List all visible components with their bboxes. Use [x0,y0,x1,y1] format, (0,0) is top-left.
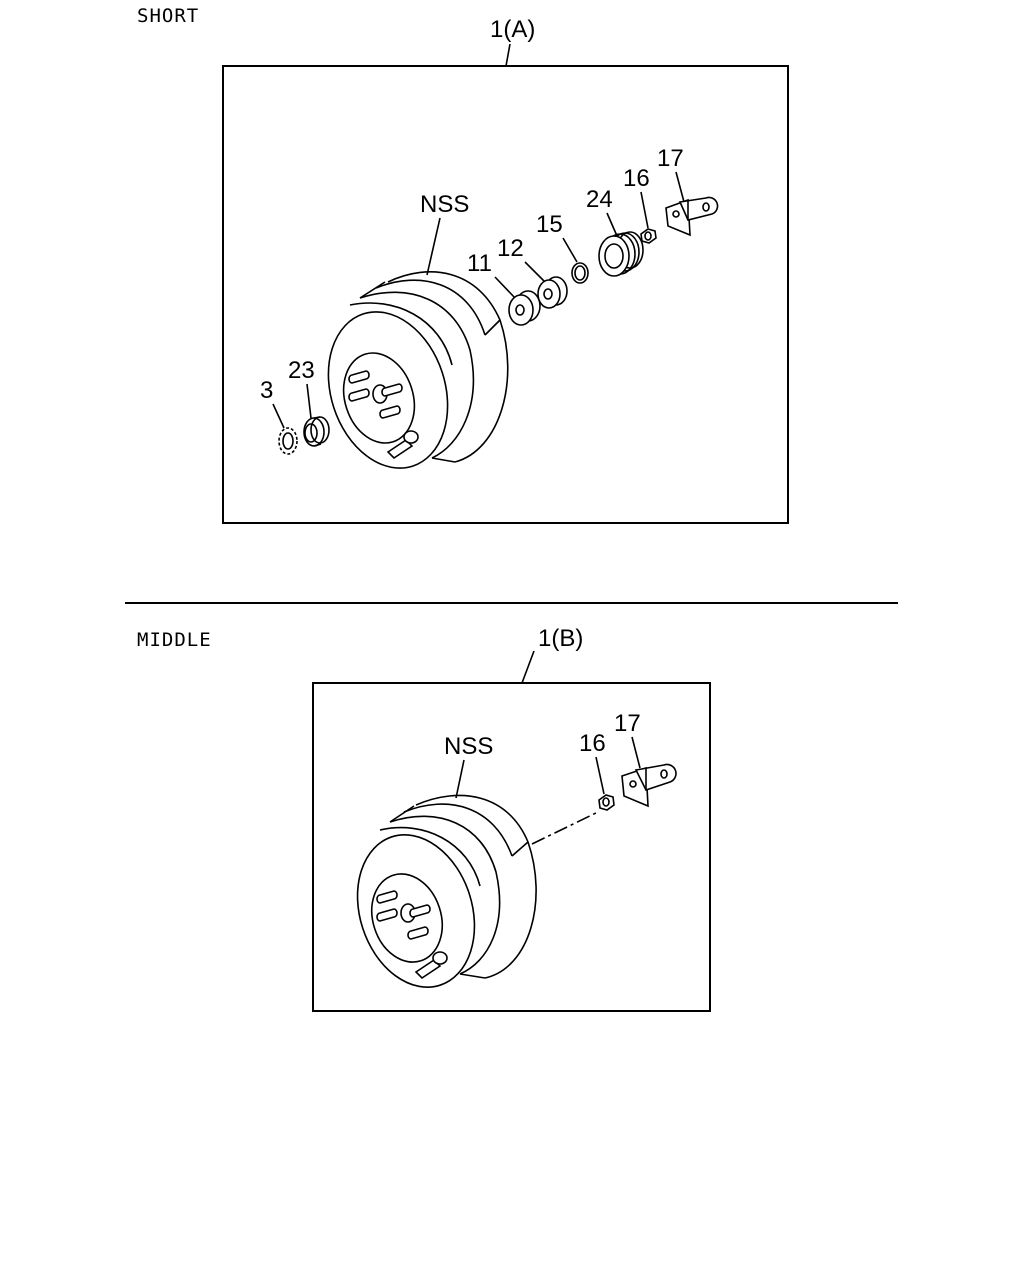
part-24-boot [598,231,644,277]
clevis-pin-hole [702,202,710,212]
section-title-middle: MIDDLE [137,629,212,651]
lock-washer-inner [282,432,294,450]
callout-15: 15 [536,211,563,238]
leader-15 [562,237,578,263]
vacuum-pipe-end [432,951,448,965]
leader-17-short [675,171,685,203]
callout-16-middle: 16 [579,730,606,757]
stud-2 [376,908,398,922]
booster-edge-lines [389,805,529,979]
stud-4 [379,405,401,419]
stud-3 [381,383,403,397]
brake-booster-middle [356,794,537,988]
booster-center-plate [371,873,443,963]
assembly-leader-1b [521,650,535,684]
assembly-frame-1b [312,682,711,1012]
assembly-leader-1a [505,43,511,67]
part-12-spacer [537,276,568,309]
booster-rib-3 [349,302,453,366]
spacer-front [537,279,561,309]
section-middle: MIDDLE 1(B) [137,625,711,1012]
booster-studs [348,370,403,419]
stud-1 [376,890,398,904]
vacuum-pipe [414,958,442,980]
leader-3 [272,403,285,429]
spacer-hole [515,304,525,316]
leader-17-middle [631,736,641,769]
assembly-frame-1a [222,65,789,524]
assembly-label-1b: 1(B) [538,625,583,652]
callout-3: 3 [260,377,273,404]
part-3-lock-washer [278,427,298,455]
part-23-seal [303,416,330,447]
booster-rib-1 [403,803,513,857]
part-17-clevis [621,763,677,808]
nut-hex [640,228,657,244]
leader-16-middle [595,756,605,795]
assembly-center-line [531,811,599,845]
nut-hex [598,794,615,811]
leader-nss-middle [455,759,465,799]
booster-center-plate [342,352,416,444]
ring-outer [571,262,589,284]
nut-hole [644,231,652,241]
clevis-thread [672,210,680,218]
section-short: SHORT 1(A) [137,5,789,524]
clevis-fork [678,196,719,221]
callout-12: 12 [497,235,524,262]
stud-2 [348,388,370,402]
assembly-label-1a: 1(A) [490,16,535,43]
vacuum-pipe [386,438,414,460]
callout-nss-short: NSS [420,191,469,218]
brake-booster-short [327,271,509,469]
callout-24: 24 [586,186,613,213]
booster-rib-2 [389,815,501,975]
ring-inner [574,265,586,281]
leader-11 [494,276,516,299]
part-15-ring [571,262,589,284]
booster-rib-3 [379,826,481,887]
seal-inner [304,423,318,443]
boot-front [598,235,630,277]
booster-studs [376,890,431,940]
part-16-nut [640,228,657,244]
booster-edge-lines [359,281,501,463]
stud-4 [407,926,429,940]
part-11-spacer [508,290,541,326]
nut-hole [602,797,610,807]
boot-inner [604,243,624,269]
clevis-thread [629,780,637,788]
callout-11: 11 [467,250,492,277]
leader-16-short [640,191,649,229]
callout-17-short: 17 [657,145,684,172]
leader-nss-short [426,217,441,276]
leader-12 [524,261,545,282]
spacer-front [508,294,534,326]
callout-nss-middle: NSS [444,733,493,760]
spacer-hole [543,288,553,300]
callout-23: 23 [288,357,315,384]
part-16-nut [598,794,615,811]
clevis-pin-hole [660,769,668,779]
booster-rib-2 [359,291,475,459]
leader-24 [606,212,618,237]
stud-3 [409,904,431,918]
section-title-short: SHORT [137,5,199,27]
callout-16-short: 16 [623,165,650,192]
leader-23 [306,383,312,419]
vacuum-pipe-end [403,430,419,444]
stud-1 [348,370,370,384]
lock-washer-outer [278,427,298,455]
callout-17-middle: 17 [614,710,641,737]
booster-rib-1 [375,279,486,336]
seal-back [310,416,330,444]
part-17-clevis [665,196,719,237]
